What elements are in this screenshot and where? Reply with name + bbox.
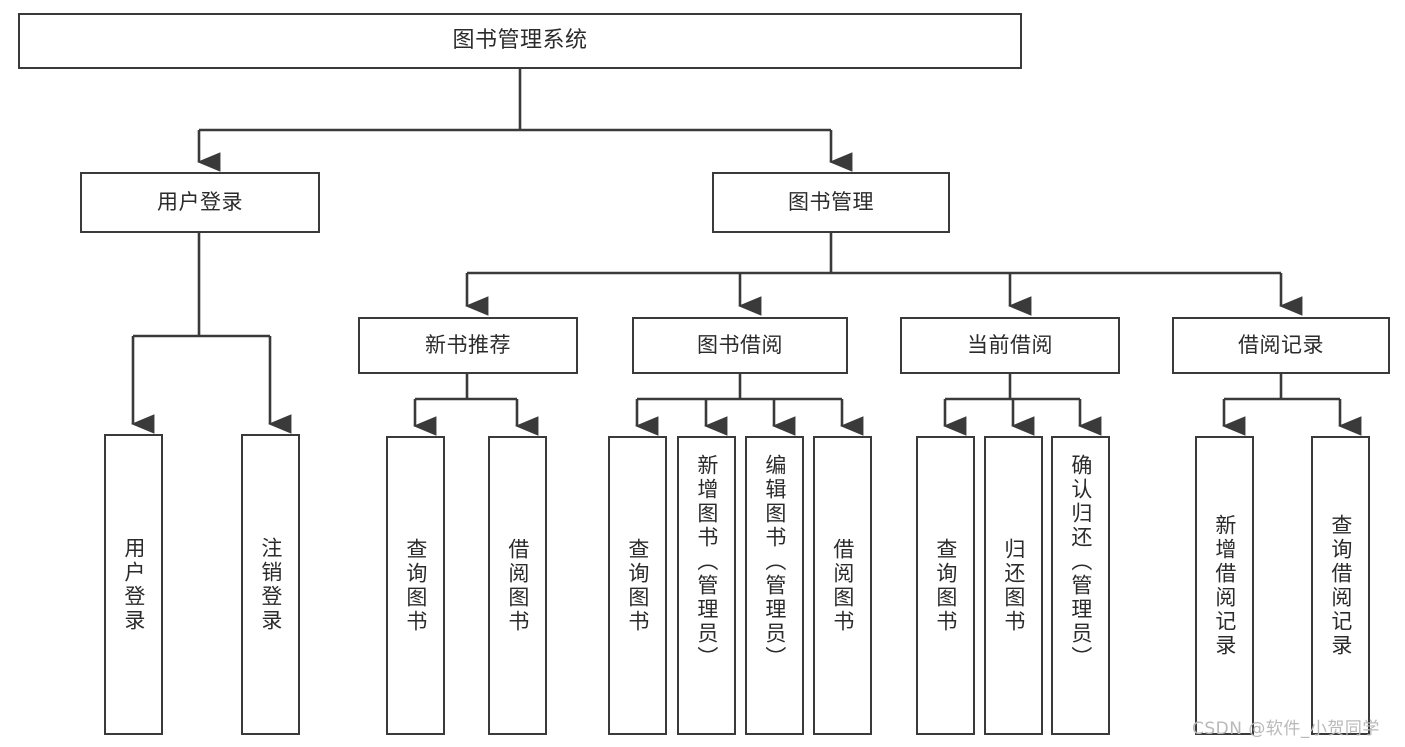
leaf-query-book-2-label: 查询图书 bbox=[625, 537, 650, 634]
leaf-query-book-1[interactable]: 查询图书 bbox=[386, 436, 445, 735]
node-user-login[interactable]: 用户登录 bbox=[80, 172, 320, 233]
leaf-borrow-book-2-label: 借阅图书 bbox=[830, 537, 855, 634]
leaf-logout-label: 注销登录 bbox=[258, 536, 283, 633]
leaf-edit-book-label: 编辑图书（管理员） bbox=[762, 454, 787, 670]
node-book-manage[interactable]: 图书管理 bbox=[712, 172, 950, 233]
node-book-borrow-label: 图书借阅 bbox=[697, 333, 783, 358]
node-book-manage-label: 图书管理 bbox=[788, 190, 874, 215]
leaf-add-book-label: 新增图书（管理员） bbox=[694, 454, 719, 670]
leaf-query-book-1-label: 查询图书 bbox=[403, 537, 428, 634]
node-root-label: 图书管理系统 bbox=[452, 28, 588, 54]
node-borrow-record-label: 借阅记录 bbox=[1238, 333, 1324, 358]
node-new-book-recommend[interactable]: 新书推荐 bbox=[358, 317, 578, 374]
leaf-borrow-book-1[interactable]: 借阅图书 bbox=[488, 436, 547, 735]
node-current-borrow[interactable]: 当前借阅 bbox=[900, 317, 1120, 374]
leaf-user-login-label: 用户登录 bbox=[121, 536, 146, 633]
leaf-return-book-label: 归还图书 bbox=[1001, 537, 1026, 634]
leaf-add-borrow-record-label: 新增借阅记录 bbox=[1212, 513, 1237, 658]
leaf-query-borrow-record-label: 查询借阅记录 bbox=[1328, 513, 1353, 658]
leaf-query-borrow-record[interactable]: 查询借阅记录 bbox=[1311, 436, 1370, 735]
leaf-return-book[interactable]: 归还图书 bbox=[984, 436, 1043, 735]
node-book-borrow[interactable]: 图书借阅 bbox=[632, 317, 848, 374]
leaf-borrow-book-1-label: 借阅图书 bbox=[505, 537, 530, 634]
node-root[interactable]: 图书管理系统 bbox=[18, 13, 1022, 69]
leaf-query-book-3[interactable]: 查询图书 bbox=[916, 436, 975, 735]
node-new-book-recommend-label: 新书推荐 bbox=[425, 333, 511, 358]
leaf-add-book[interactable]: 新增图书（管理员） bbox=[677, 436, 736, 735]
leaf-confirm-return-label: 确认归还（管理员） bbox=[1068, 454, 1093, 670]
csdn-watermark: CSDN @软件_小贺同学 bbox=[1192, 719, 1380, 739]
leaf-borrow-book-2[interactable]: 借阅图书 bbox=[813, 436, 872, 735]
leaf-edit-book[interactable]: 编辑图书（管理员） bbox=[745, 436, 804, 735]
leaf-add-borrow-record[interactable]: 新增借阅记录 bbox=[1195, 436, 1254, 735]
leaf-query-book-3-label: 查询图书 bbox=[933, 537, 958, 634]
leaf-logout[interactable]: 注销登录 bbox=[241, 434, 300, 735]
node-borrow-record[interactable]: 借阅记录 bbox=[1172, 317, 1390, 374]
node-user-login-label: 用户登录 bbox=[157, 190, 243, 215]
leaf-query-book-2[interactable]: 查询图书 bbox=[608, 436, 667, 735]
node-current-borrow-label: 当前借阅 bbox=[967, 333, 1053, 358]
leaf-user-login[interactable]: 用户登录 bbox=[104, 434, 163, 735]
leaf-confirm-return[interactable]: 确认归还（管理员） bbox=[1051, 436, 1110, 735]
